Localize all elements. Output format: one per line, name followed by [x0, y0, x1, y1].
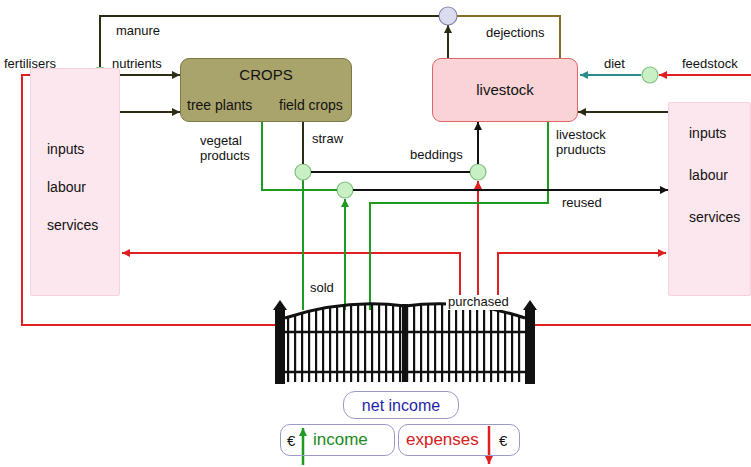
box-part: tree plants: [187, 97, 252, 113]
panel-item: labour: [689, 167, 728, 183]
gate-post: [275, 310, 285, 384]
inputs-panel: inputs labour services: [30, 68, 120, 296]
flow-label: manure: [116, 24, 160, 39]
flow-label: vegetal products: [200, 134, 258, 164]
flow-label: beddings: [410, 148, 463, 163]
flow-label: reused: [562, 196, 602, 211]
sold-flow: [344, 199, 346, 310]
dejection-flow: [447, 25, 449, 58]
panel-item: services: [689, 209, 740, 225]
box-label: expenses: [406, 430, 479, 450]
flow-label: dejections: [486, 26, 545, 41]
gate-post: [525, 310, 535, 384]
junction-circle: [470, 164, 486, 180]
panel-item: inputs: [47, 141, 84, 157]
gate-leaf: [285, 304, 405, 382]
flow-label: livestock pruducts: [556, 128, 628, 158]
flow-label: straw: [312, 132, 343, 147]
connector-segment: [477, 122, 479, 164]
diet-flow: [580, 74, 641, 76]
income-arrow: [302, 428, 305, 465]
gate-leaf: [405, 304, 525, 382]
bedding-purchase-flow: [477, 181, 479, 310]
flow-connector: [120, 112, 180, 113]
panel-item: labour: [47, 179, 86, 195]
currency-symbol: €: [287, 432, 295, 449]
input-flow: [498, 253, 666, 310]
flow-label: nutrients: [112, 57, 162, 72]
panel-item: services: [47, 217, 98, 233]
connector-segment: [578, 111, 668, 113]
connector-segment: [311, 171, 470, 173]
input-flow: [122, 253, 460, 310]
connector-segment: [457, 16, 560, 58]
box-label: income: [313, 430, 368, 450]
flow-label: diet: [604, 57, 625, 72]
box-heading: CROPS: [181, 66, 351, 83]
flow-connector: [578, 112, 668, 113]
livestock-box: livestock: [432, 58, 578, 122]
livestock-products-flow: [370, 122, 548, 310]
junction-circle: [439, 7, 457, 25]
flow-label: sold: [310, 281, 334, 296]
flow-label: fertilisers: [4, 57, 56, 72]
connector-segment: [353, 189, 668, 191]
flow-label: feedstock: [682, 57, 738, 72]
gate-post: [402, 304, 408, 382]
currency-symbol: €: [499, 432, 507, 449]
box-part: field crops: [279, 97, 343, 113]
crops-box: CROPS tree plants field crops: [180, 58, 352, 122]
box-label: net income: [344, 397, 458, 415]
inputs-panel: inputs labour services: [668, 102, 751, 296]
connector-segment: [120, 111, 180, 113]
flow-label: purchased: [446, 295, 511, 310]
box-label: livestock: [433, 81, 577, 98]
income-box: € income: [280, 424, 395, 456]
panel-item: inputs: [689, 125, 726, 141]
expenses-arrow: [488, 426, 491, 464]
flow-connector: [303, 122, 478, 172]
expenses-box: expenses €: [398, 424, 520, 456]
junction-circle: [295, 164, 311, 180]
farm-gate: [273, 300, 537, 384]
connector-segment: [302, 122, 304, 164]
straw-sale-flow: [302, 180, 304, 310]
net-income-box: net income: [343, 391, 459, 419]
junction-circle: [337, 182, 353, 198]
feedstock-purchase-flow: [535, 324, 751, 326]
feedstock-flow: [659, 74, 751, 76]
flow-connector: [262, 122, 668, 190]
junction-circle: [642, 67, 658, 83]
